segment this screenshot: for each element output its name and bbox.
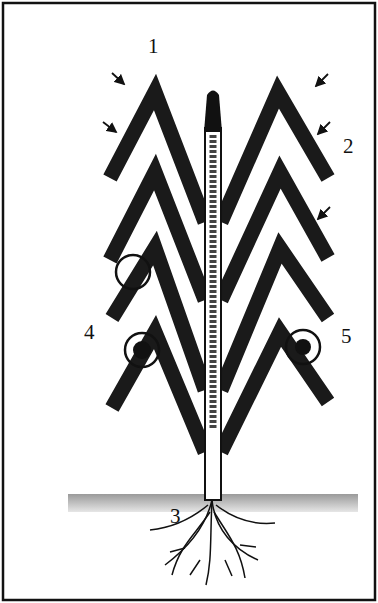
callout-number: 4	[84, 322, 95, 343]
callout-number: 3	[170, 506, 181, 527]
tassel	[204, 91, 222, 133]
lesion-spot	[295, 339, 311, 355]
lesion-spot	[133, 341, 151, 359]
callout-number: 5	[341, 326, 352, 347]
callout-number: 1	[148, 36, 159, 57]
marker-circles	[116, 255, 320, 367]
pointer-arrows	[103, 73, 330, 219]
stem	[205, 128, 221, 500]
callout-number: 2	[343, 136, 354, 157]
frame	[3, 3, 375, 600]
stem-texture	[210, 135, 217, 430]
roots	[150, 500, 275, 585]
